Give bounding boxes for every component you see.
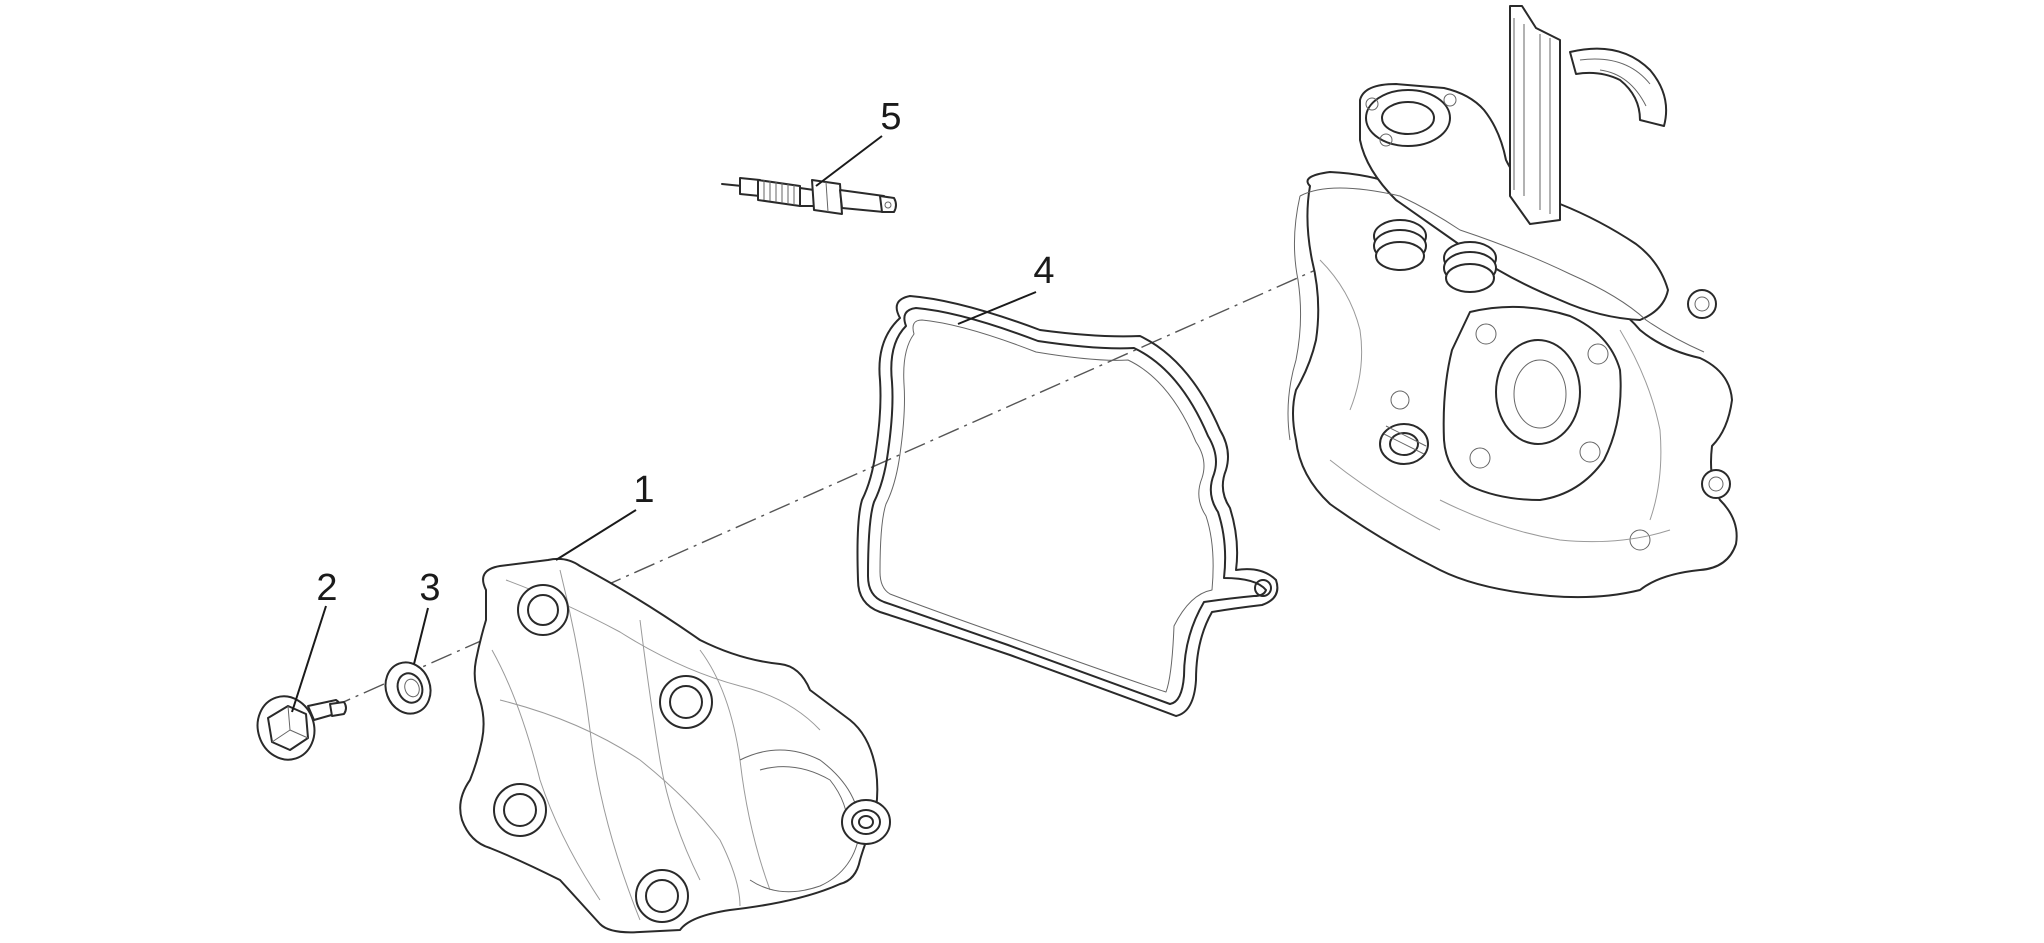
head-intake-port xyxy=(1365,89,1457,147)
callout-2: 2 xyxy=(291,567,338,713)
head-mounting-holes xyxy=(1390,289,1731,551)
callout-1-label: 1 xyxy=(633,469,654,511)
cover-breather-nipple xyxy=(841,799,891,845)
cover-bolt-hole-bottom-left xyxy=(493,783,547,837)
callout-5: 5 xyxy=(815,96,902,187)
assembly-axis xyxy=(329,267,1321,709)
part-5-spark-plug xyxy=(721,177,897,215)
part-1-valve-cover xyxy=(459,557,891,934)
callout-2-leader xyxy=(291,605,327,713)
callout-5-label: 5 xyxy=(880,96,901,138)
callout-1-leader xyxy=(555,509,637,561)
cover-bolt-hole-top-right xyxy=(659,675,713,729)
part-3-seal-washer xyxy=(384,661,432,715)
callout-5-leader xyxy=(815,135,883,187)
callout-1: 1 xyxy=(555,469,655,561)
part-4-gasket xyxy=(856,295,1279,717)
callout-4-label: 4 xyxy=(1033,250,1054,292)
callout-3-label: 3 xyxy=(419,567,440,609)
cylinder-head-assembly xyxy=(1287,5,1738,599)
callout-3-leader xyxy=(413,607,429,665)
callout-4-leader xyxy=(957,291,1037,325)
head-spark-plug-seat xyxy=(1379,423,1429,465)
callout-4: 4 xyxy=(957,250,1055,325)
cover-bolt-hole-bottom-right xyxy=(635,869,689,923)
cover-bolt-hole-top-left xyxy=(517,584,569,636)
head-valve-springs xyxy=(1373,219,1497,293)
callout-2-label: 2 xyxy=(316,567,337,609)
callout-3: 3 xyxy=(413,567,441,665)
part-2-flange-bolt xyxy=(256,695,347,761)
